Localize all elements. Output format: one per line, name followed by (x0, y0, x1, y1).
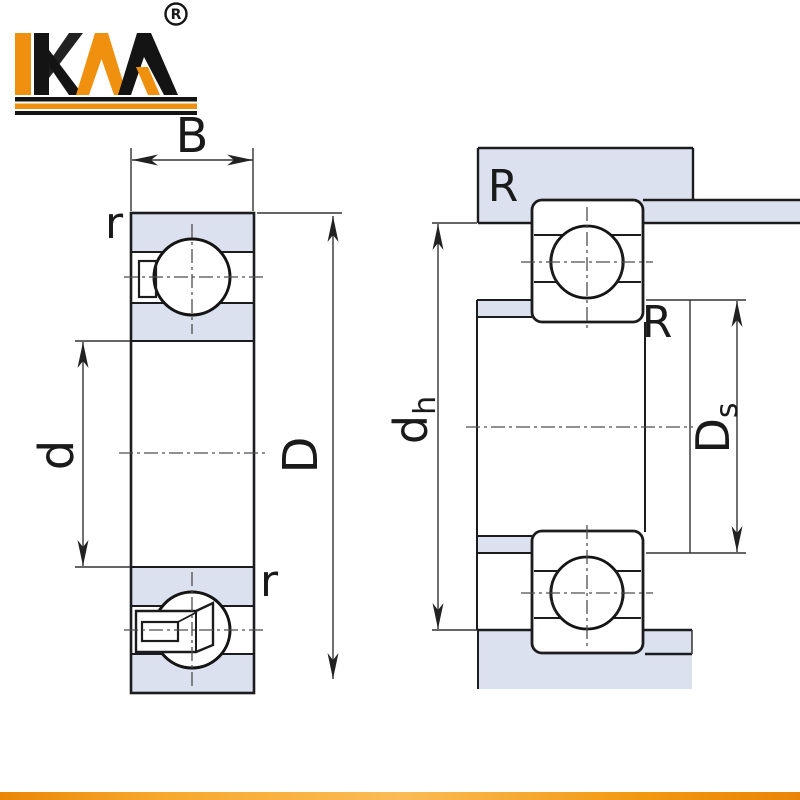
shaft-shoulder-top (478, 300, 532, 317)
label-Ds-main: D (686, 418, 740, 453)
housing-top-strip (693, 200, 800, 223)
label-D: D (273, 437, 329, 474)
logo-orange-inner-leg (136, 67, 160, 95)
shaft-shoulder-bottom (478, 536, 532, 553)
label-R-shaft: R (642, 297, 673, 348)
dimension-B: B (130, 108, 254, 211)
label-r-bottom: r (260, 556, 279, 607)
cage-bottom-pocket (140, 620, 180, 643)
dimension-Ds: Ds (646, 299, 746, 554)
label-Ds: Ds (686, 402, 745, 453)
label-R-housing: R (488, 161, 519, 212)
dimension-d: d (29, 340, 130, 568)
logo-stripe-orange (15, 103, 197, 109)
registered-mark-circle (164, 2, 188, 26)
label-dh-main: d (384, 415, 438, 444)
logo-stripe-black-2 (15, 111, 197, 115)
arrow-down (327, 653, 339, 679)
logo-orange-bar (15, 33, 31, 95)
arrow-down (432, 603, 444, 629)
logo-k-lower-diagonal (49, 50, 83, 95)
label-dh: dh (384, 396, 443, 444)
dimension-dh: dh (384, 222, 477, 631)
dimension-D: D (257, 212, 342, 679)
label-B: B (176, 108, 209, 164)
logo-orange-chevron (76, 33, 127, 95)
label-r-top: r (105, 198, 124, 249)
km-logo: R (15, 2, 197, 115)
logo-m-chevron (118, 33, 178, 95)
cage-top (137, 259, 158, 299)
logo-stripe-black-1 (15, 97, 197, 102)
arrow-left (132, 154, 158, 166)
arrow-up (77, 342, 89, 368)
arrow-down (731, 526, 743, 552)
right-figure-mounting (466, 146, 800, 689)
logo-k-stem (34, 33, 49, 95)
label-dh-sub: h (408, 396, 443, 415)
label-d: d (29, 440, 85, 470)
bottom-accent-bar (0, 792, 800, 800)
arrow-up (327, 216, 339, 242)
left-figure-bearing-section (119, 211, 268, 695)
cage-bottom-box (134, 601, 215, 654)
arrow-down (77, 540, 89, 566)
cage-bottom-pocket-edge (177, 611, 198, 623)
arrow-right (227, 154, 253, 166)
arrow-up (731, 301, 743, 327)
label-Ds-sub: s (710, 402, 745, 418)
registered-mark-letter: R (171, 7, 182, 23)
arrow-up (432, 224, 444, 250)
